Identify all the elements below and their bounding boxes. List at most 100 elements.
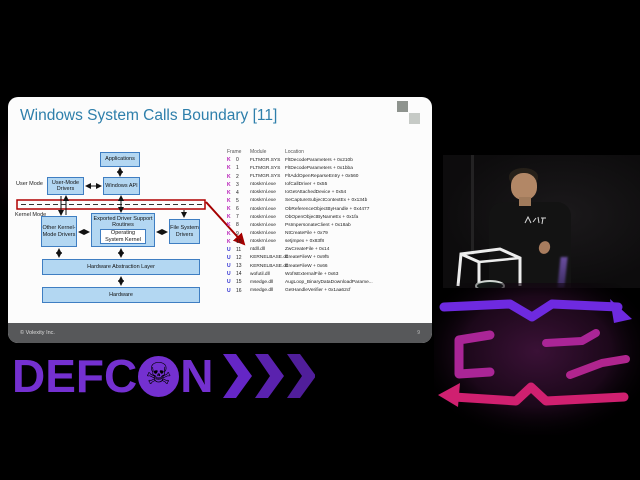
frame-module: KERNELBASE.dll — [250, 255, 289, 261]
frame-location: NtCreateFile + 0x79 — [285, 231, 328, 237]
deco-square-light — [409, 113, 420, 124]
defcon-text-prefix: DEFC — [12, 350, 138, 402]
frame-mode: K — [227, 222, 231, 229]
exported-label: Exported Driver Support Routines — [93, 216, 153, 229]
frame-location: GetHandleVerifier + 0x1aa62cf — [285, 288, 351, 293]
presenter-video — [443, 155, 640, 288]
dc32-bottom-arrowhead — [438, 383, 460, 407]
frame-module: wofutil.dll — [250, 271, 270, 277]
frame-module: FLTMGR.SYS — [250, 174, 281, 180]
frame-number: 10 — [236, 238, 242, 245]
frame-location: FltDecodeParameters + 0x1bba — [285, 165, 353, 171]
frame-location: ZwCreateFile + 0x14 — [285, 247, 330, 253]
frame-location: PsImpersonateClient + 0x18ab — [285, 222, 351, 228]
stack-row: U 11 ntdll.dll ZwCreateFile + 0x14 — [227, 246, 373, 254]
dc32-top-stroke — [439, 299, 623, 322]
label-user-mode: User Mode — [16, 181, 43, 187]
frame-number: 12 — [236, 254, 242, 261]
frame-number: 9 — [236, 230, 239, 237]
box-file-system-drivers: File System Drivers — [169, 219, 200, 244]
frame-location: setjmpex + 0x83f8 — [285, 239, 325, 245]
frame-mode: K — [227, 197, 231, 204]
frame-number: 14 — [236, 271, 242, 278]
frame-mode: U — [227, 287, 231, 294]
box-windows-api: Windows API — [103, 177, 140, 195]
frame-mode: K — [227, 238, 231, 245]
backdrop-pole — [471, 155, 474, 255]
label-kernel-mode: Kernel Mode — [15, 212, 47, 218]
slide-footer: © Volexity Inc. 9 — [8, 323, 432, 343]
frame-location: ObOpenObjectByNameEx + 0x1fa — [285, 214, 359, 220]
box-operating-system-kernel: Operating System Kernel — [100, 229, 146, 244]
frame-mode: K — [227, 181, 231, 188]
frame-module: ntoskrnl.exe — [250, 214, 276, 220]
frame-mode: K — [227, 189, 231, 196]
frame-mode: U — [227, 246, 231, 253]
frame-number: 11 — [236, 246, 242, 253]
dc32-bottom-stroke — [449, 382, 629, 406]
frame-number: 3 — [236, 181, 239, 188]
frame-number: 15 — [236, 279, 242, 286]
frame-number: 7 — [236, 214, 239, 221]
kernel-boundary-band — [16, 199, 206, 210]
frame-number: 13 — [236, 263, 242, 270]
slide-title: Windows System Calls Boundary [11] — [20, 107, 278, 124]
presenter-face — [511, 173, 537, 200]
box-hardware: Hardware — [42, 287, 200, 303]
frame-module: ntdll.dll — [250, 247, 265, 253]
frame-number: 6 — [236, 206, 239, 213]
frame-module: KERNELBASE.dll — [250, 263, 289, 269]
frame-number: 1 — [236, 165, 239, 172]
dc32-two-upper-stroke — [542, 329, 600, 347]
frame-location: IoGetAttachedDevice + 0x54 — [285, 190, 347, 196]
frame-mode: U — [227, 254, 231, 261]
frame-module: ntoskrnl.exe — [250, 231, 276, 237]
box-other-kernel-mode-drivers: Other Kernel-Mode Drivers — [41, 216, 77, 247]
frame-number: 0 — [236, 157, 239, 164]
frame-module: ntoskrnl.exe — [250, 182, 276, 188]
frame-module: FLTMGR.SYS — [250, 165, 281, 171]
frame-number: 4 — [236, 189, 239, 196]
frame-module: msedge.dll — [250, 279, 274, 285]
box-user-mode-drivers: User-Mode Drivers — [47, 177, 84, 195]
frame-number: 2 — [236, 173, 239, 180]
skull-icon: ☠ — [138, 355, 180, 397]
page-number: 9 — [417, 330, 420, 336]
frame-mode: K — [227, 230, 231, 237]
dc32-three-stroke — [454, 330, 495, 379]
frame-location: FltAddOpenReparseEntry + 0x560 — [285, 174, 359, 180]
stack-table-header: Frame Module Location — [227, 148, 373, 156]
frame-mode: U — [227, 263, 231, 270]
box-exported-driver-support-routines: Exported Driver Support Routines Operati… — [91, 213, 155, 247]
deco-square-dark — [397, 101, 408, 112]
frame-number: 5 — [236, 197, 239, 204]
slide: Windows System Calls Boundary [11] Appli… — [8, 97, 432, 343]
frame-mode: U — [227, 279, 231, 286]
frame-module: ntoskrnl.exe — [250, 206, 276, 212]
frame-number: 16 — [236, 287, 242, 294]
header-frame: Frame — [227, 149, 242, 156]
frame-module: ntoskrnl.exe — [250, 239, 276, 245]
podium — [456, 247, 522, 288]
chevrons-icon — [223, 354, 316, 398]
frame-location: ObReferenceObjectByHandle + 0x4477 — [285, 206, 370, 212]
presenter-neck — [519, 197, 531, 206]
frame-module: FLTMGR.SYS — [250, 157, 281, 163]
frame-location: WofIsExternalFile + 0x63 — [285, 271, 339, 277]
frame-module: msedge.dll — [250, 288, 274, 293]
presenter-torso — [489, 202, 571, 288]
